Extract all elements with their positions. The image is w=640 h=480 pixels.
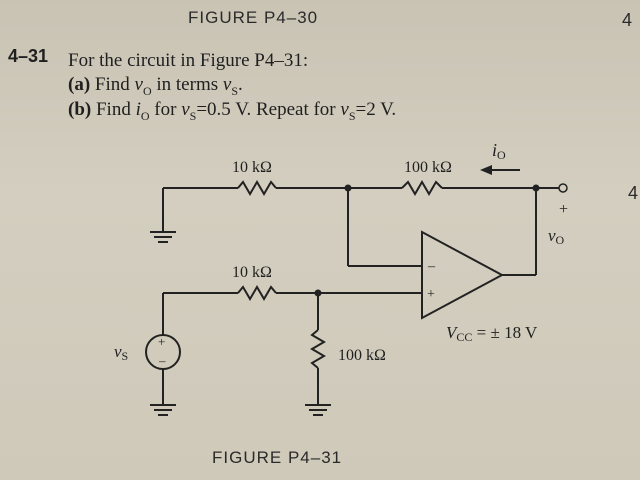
problem-intro-text: For the circuit in Figure P4–31: xyxy=(68,50,309,71)
node-dot-output xyxy=(532,184,540,192)
label-r-input-plus: 10 kΩ xyxy=(232,264,272,281)
problem-part-a: (a) Find vO in terms vS. xyxy=(68,74,243,99)
part-a-text-2: in terms xyxy=(156,74,219,95)
part-b-label: (b) xyxy=(68,99,92,120)
label-opamp-plus: + xyxy=(427,287,435,302)
part-a-label: (a) xyxy=(68,74,91,95)
part-b-text-1: Find xyxy=(95,99,131,120)
label-vcc: VCC = ± 18 V xyxy=(446,323,538,344)
current-arrow-head xyxy=(480,165,492,175)
label-source: vS xyxy=(114,342,128,363)
label-r-shunt: 100 kΩ xyxy=(338,347,386,364)
resistor-top-left xyxy=(237,180,277,196)
part-a-var2: vS xyxy=(222,74,238,98)
part-a-var: vO xyxy=(134,74,152,98)
node-dot-top xyxy=(344,184,352,192)
margin-number-mid: 4 xyxy=(628,183,639,203)
figure-caption-p4-31: FIGURE P4–31 xyxy=(212,448,343,467)
problem-intro: For the circuit in Figure P4–31: xyxy=(68,50,308,72)
part-b-text-2: for xyxy=(154,99,177,120)
figure-caption-p4-30: FIGURE P4–30 xyxy=(188,8,319,27)
op-amp xyxy=(421,230,505,320)
part-b-cond1-value: =0.5 V. Repeat for xyxy=(196,99,336,120)
label-source-plus: + xyxy=(158,334,165,349)
label-r-feedback: 100 kΩ xyxy=(404,159,452,176)
part-b-cond1-var: vS xyxy=(181,99,197,123)
node-dot-plus xyxy=(314,289,322,297)
resistor-shunt xyxy=(310,329,326,369)
problem-number: 4–31 xyxy=(8,46,49,66)
margin-number-top: 4 xyxy=(622,10,633,30)
label-r-top-left: 10 kΩ xyxy=(232,159,272,176)
problem-part-b: (b) Find iO for vS=0.5 V. Repeat for vS=… xyxy=(68,99,396,124)
resistor-input-plus xyxy=(237,285,277,301)
label-current: iO xyxy=(492,140,506,162)
label-output-plus: + xyxy=(559,201,568,218)
part-b-cond2-value: =2 V. xyxy=(355,99,397,120)
label-opamp-minus: – xyxy=(427,259,436,274)
resistor-feedback xyxy=(401,180,443,196)
label-source-minus: – xyxy=(158,353,166,368)
part-a-end: . xyxy=(238,74,243,95)
part-a-text-1: Find xyxy=(94,74,130,95)
output-terminal xyxy=(558,183,568,193)
part-b-cond2-var: vS xyxy=(340,99,356,123)
part-b-var: iO xyxy=(135,99,150,123)
label-output: vO xyxy=(548,226,565,247)
